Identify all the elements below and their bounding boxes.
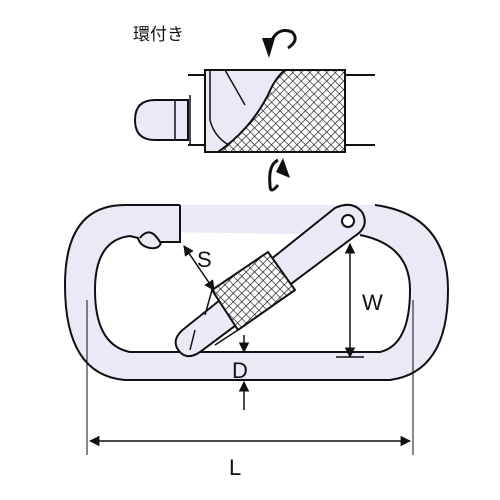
- dimension-d-label: D: [232, 358, 248, 383]
- hook-tip: [139, 205, 181, 243]
- gate-sleeve-knurl: [210, 250, 297, 332]
- gate: [174, 203, 366, 358]
- dimension-d: D: [232, 335, 250, 410]
- gate-sleeve-edge: [204, 289, 239, 346]
- dimension-s: S: [183, 245, 215, 291]
- dimension-w: W: [336, 242, 383, 359]
- gate-tip-line: [189, 329, 196, 351]
- rotate-arrow-icon-bottom: [268, 158, 290, 192]
- sleeve-bevel-line-2: [224, 69, 246, 106]
- locking-sleeve-detail: 環付き: [133, 25, 375, 192]
- gate-nose-edge: [174, 95, 191, 145]
- dimension-s-label: S: [197, 247, 212, 272]
- gate-nose: [133, 99, 189, 141]
- dimension-w-label: W: [362, 290, 383, 315]
- gate-rivet: [341, 214, 355, 228]
- detail-caption: 環付き: [133, 25, 184, 45]
- rotate-arrow-icon-top: [262, 29, 297, 58]
- dimension-l-label: L: [229, 455, 241, 480]
- sleeve-knurl: [214, 69, 346, 153]
- dimension-l: L: [86, 300, 414, 480]
